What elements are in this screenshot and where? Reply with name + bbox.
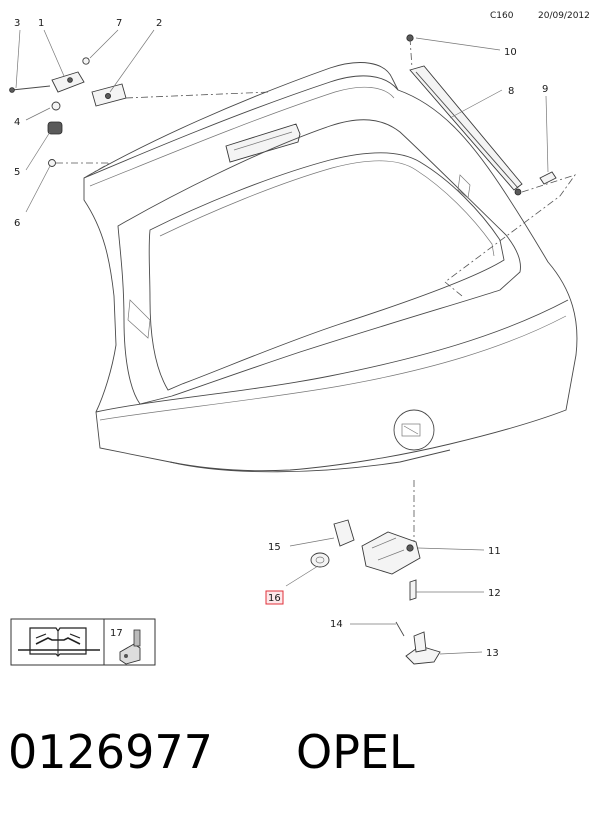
callout-15: 15 bbox=[268, 542, 281, 553]
callout-7: 7 bbox=[116, 18, 122, 29]
callout-13: 13 bbox=[486, 648, 499, 659]
plug-connector-icon bbox=[119, 629, 141, 665]
hinge-washer bbox=[51, 101, 61, 111]
cylinder-seal bbox=[310, 552, 330, 568]
strut-ball-stud-bottom bbox=[539, 171, 557, 185]
callout-8: 8 bbox=[508, 86, 514, 97]
callout-10: 10 bbox=[504, 47, 517, 58]
callout-17: 17 bbox=[110, 628, 123, 639]
callout-1: 1 bbox=[38, 18, 44, 29]
lock-assembly bbox=[310, 480, 441, 665]
rubber-buffer bbox=[47, 121, 63, 135]
lock-cylinder bbox=[333, 519, 355, 547]
callout-12: 12 bbox=[488, 588, 501, 599]
tailgate-lock bbox=[361, 531, 421, 575]
leader-lines bbox=[15, 29, 549, 655]
callout-9: 9 bbox=[542, 84, 548, 95]
diagram-code: C160 bbox=[490, 11, 514, 21]
callout-14: 14 bbox=[330, 619, 343, 630]
hinge-nut bbox=[48, 159, 56, 167]
striker-bolt bbox=[395, 621, 405, 637]
callout-11: 11 bbox=[488, 546, 501, 557]
diagram-date: 20/09/2012 bbox=[538, 11, 590, 21]
hinge-assembly bbox=[9, 57, 271, 179]
hinge-bracket bbox=[51, 71, 85, 93]
callout-16: 16 bbox=[268, 593, 281, 604]
callout-16-highlight bbox=[265, 590, 284, 605]
callout-4: 4 bbox=[14, 117, 20, 128]
part-number: 0126977 bbox=[8, 725, 213, 779]
hinge-clip bbox=[82, 57, 90, 65]
callout-2: 2 bbox=[156, 18, 162, 29]
brand-name: OPEL bbox=[296, 725, 415, 779]
callout-6: 6 bbox=[14, 218, 20, 229]
hinge-bolt bbox=[11, 85, 51, 91]
legend-box: 17 bbox=[10, 618, 156, 666]
tailgate-panel bbox=[83, 62, 578, 473]
lock-screw bbox=[409, 579, 417, 601]
workshop-manual-icon bbox=[18, 627, 100, 657]
callout-3: 3 bbox=[14, 18, 20, 29]
gas-strut-assembly bbox=[406, 34, 577, 297]
callout-5: 5 bbox=[14, 167, 20, 178]
